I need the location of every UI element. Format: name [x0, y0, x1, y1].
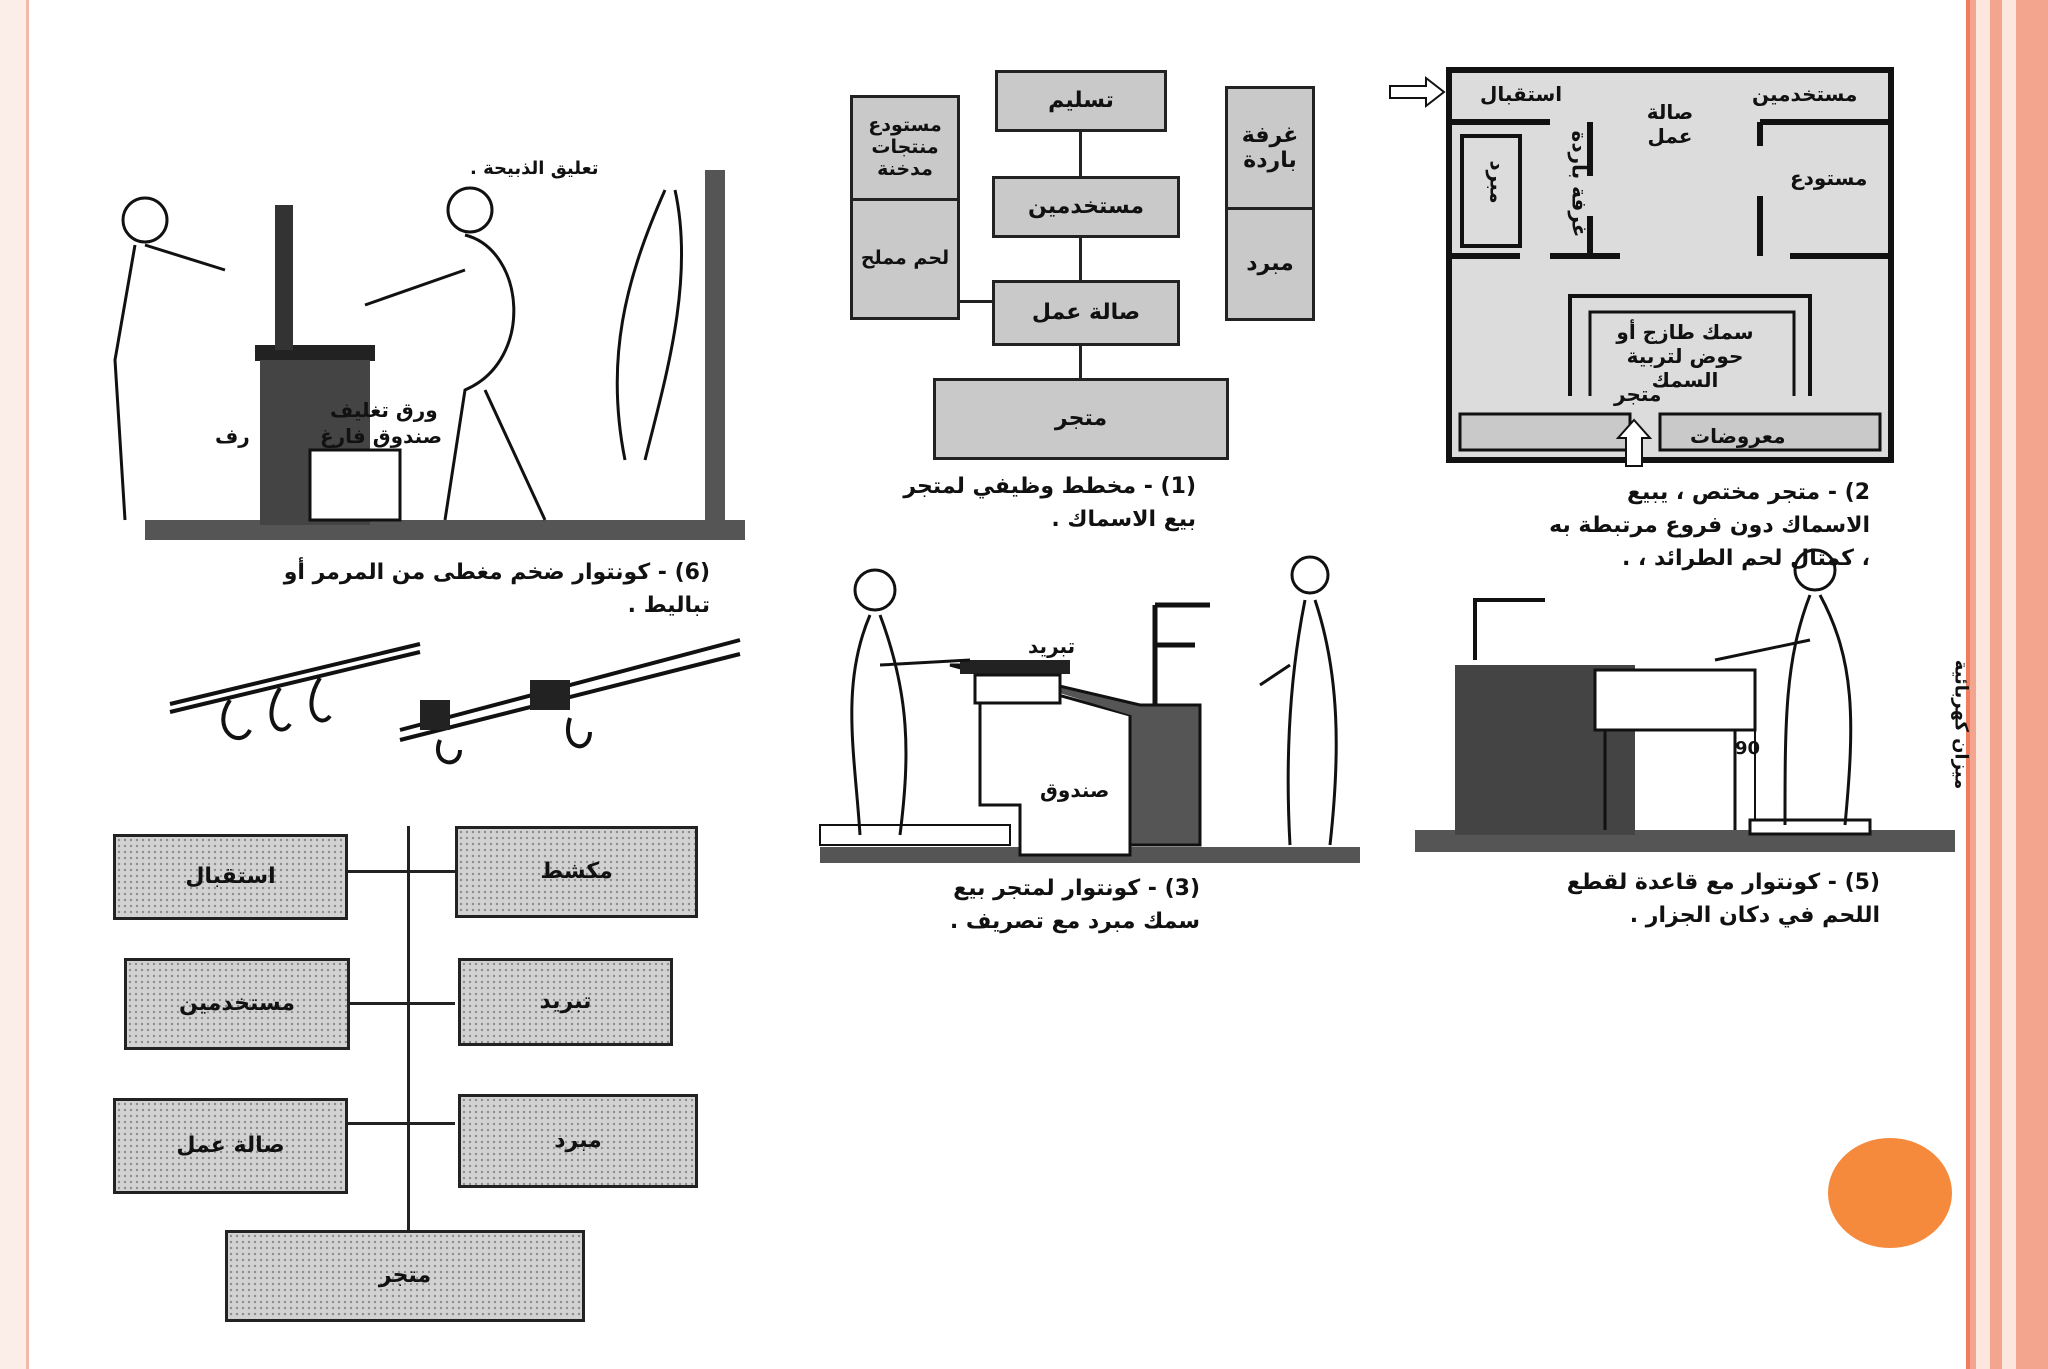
decorative-orange-circle: [1828, 1138, 1952, 1248]
label-store: متجر: [1614, 382, 1662, 406]
label-fish-tank: سمك طازج أو حوض لتربية السمك: [1616, 320, 1754, 392]
label-displays: معروضات: [1690, 424, 1786, 448]
label-shelf: رف: [215, 424, 250, 448]
box-cooler: مبرد: [1225, 207, 1315, 321]
label-box: صندوق: [1040, 778, 1110, 802]
box-staff: مستخدمين: [124, 958, 350, 1050]
box-reception: استقبال: [113, 834, 348, 920]
label-height-90: 90: [1735, 738, 1761, 759]
label-electric-scale: ميزان كهربائية: [1950, 659, 1972, 790]
box-workhall: صالة عمل: [992, 280, 1180, 346]
label-cooling: تبريد: [1028, 634, 1076, 658]
label-empty-crate: صندوق فارغ: [320, 424, 443, 448]
box-smoked-store: مستودع منتجات مدخنة: [850, 95, 960, 201]
label-cold-room: غرفة باردة: [1567, 130, 1592, 238]
illustration-counter-5: [1415, 548, 1955, 852]
box-salted-fish: لحم مملح: [850, 198, 960, 320]
box-scraper: مكشط: [455, 826, 698, 918]
box-cold-room: غرفة باردة: [1225, 86, 1315, 210]
illustration-counter-6: [113, 170, 745, 540]
box-workhall: صالة عمل: [113, 1098, 348, 1194]
slide-left-border: [0, 0, 29, 1369]
label-workhall: صالة عمل: [1646, 100, 1694, 148]
label-wrapping-paper: ورق تغليف: [330, 398, 438, 422]
box-store: متجر: [933, 378, 1229, 460]
box-store: متجر: [225, 1230, 585, 1322]
label-reception: استقبال: [1480, 82, 1563, 106]
slide-right-border: [1966, 0, 2048, 1369]
illustration-counter-3: [819, 555, 1360, 863]
box-cooler: مبرد: [458, 1094, 698, 1188]
label-hang-carcass: تعليق الذبيحة .: [470, 158, 599, 179]
box-staff: مستخدمين: [992, 176, 1180, 238]
plan-walls: [1389, 67, 1894, 467]
box-receiving: تسليم: [995, 70, 1167, 132]
label-cooler: مبرد: [1485, 160, 1510, 204]
label-staff: مستخدمين: [1752, 82, 1858, 106]
illustration-hooks: [169, 638, 741, 765]
label-warehouse: مستودع: [1790, 166, 1868, 190]
box-cooling: تبريد: [458, 958, 673, 1046]
